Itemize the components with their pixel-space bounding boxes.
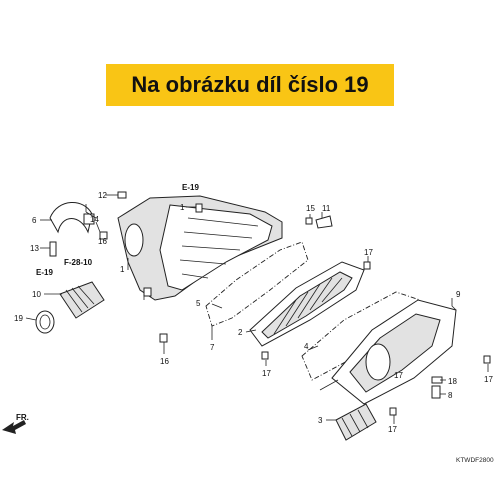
callout-17-c: 17: [484, 375, 493, 384]
callout-7: 7: [210, 343, 215, 352]
callout-17-a: 17: [364, 248, 373, 257]
callout-11: 11: [322, 204, 331, 213]
title-text: Na obrázku díl číslo 19: [131, 72, 369, 97]
callout-19: 19: [14, 314, 23, 323]
callout-1-left: 1: [120, 265, 125, 274]
callout-17-e: 17: [394, 371, 403, 380]
callout-14: 14: [90, 215, 99, 224]
ref-f28-10: F-28-10: [64, 258, 93, 267]
front-direction-arrow: [2, 420, 26, 434]
callout-17-b: 17: [262, 369, 271, 378]
fasteners: [99, 191, 491, 416]
callout-9: 9: [456, 290, 461, 299]
callout-2: 2: [238, 328, 243, 337]
connecting-tube-part-10: [59, 281, 105, 319]
callout-18: 18: [448, 377, 457, 386]
tube-band-part-19: [35, 310, 55, 334]
callout-10: 10: [32, 290, 41, 299]
callout-17-d: 17: [388, 425, 397, 434]
callout-6: 6: [32, 216, 37, 225]
air-cleaner-case: [117, 195, 283, 301]
callout-8: 8: [448, 391, 453, 400]
drain-part-8: [431, 385, 441, 399]
callout-1-top: 1: [180, 203, 185, 212]
front-direction-label: FR.: [16, 413, 29, 422]
callout-3: 3: [318, 416, 323, 425]
callout-13: 13: [30, 244, 39, 253]
ref-e19-left: E-19: [36, 268, 53, 277]
air-cleaner-cover-part-9: [331, 299, 457, 405]
clip-part-13: [49, 241, 57, 257]
hose-part-6: [49, 202, 95, 234]
callout-15: 15: [306, 204, 315, 213]
callout-4: 4: [304, 342, 309, 351]
air-filter-element-part-2: [249, 261, 365, 347]
duct-part-3: [335, 403, 377, 441]
ref-e19-top: E-19: [182, 183, 199, 192]
callout-16-top: 16: [98, 237, 107, 246]
leader-lines: [25, 194, 489, 424]
callout-5: 5: [196, 299, 201, 308]
packing-part-7: [205, 241, 309, 327]
callout-16-bottom: 16: [160, 357, 169, 366]
diagram-code: KTWDF2800: [456, 457, 494, 464]
callout-12: 12: [98, 191, 107, 200]
title-banner: Na obrázku díl číslo 19: [106, 64, 394, 106]
